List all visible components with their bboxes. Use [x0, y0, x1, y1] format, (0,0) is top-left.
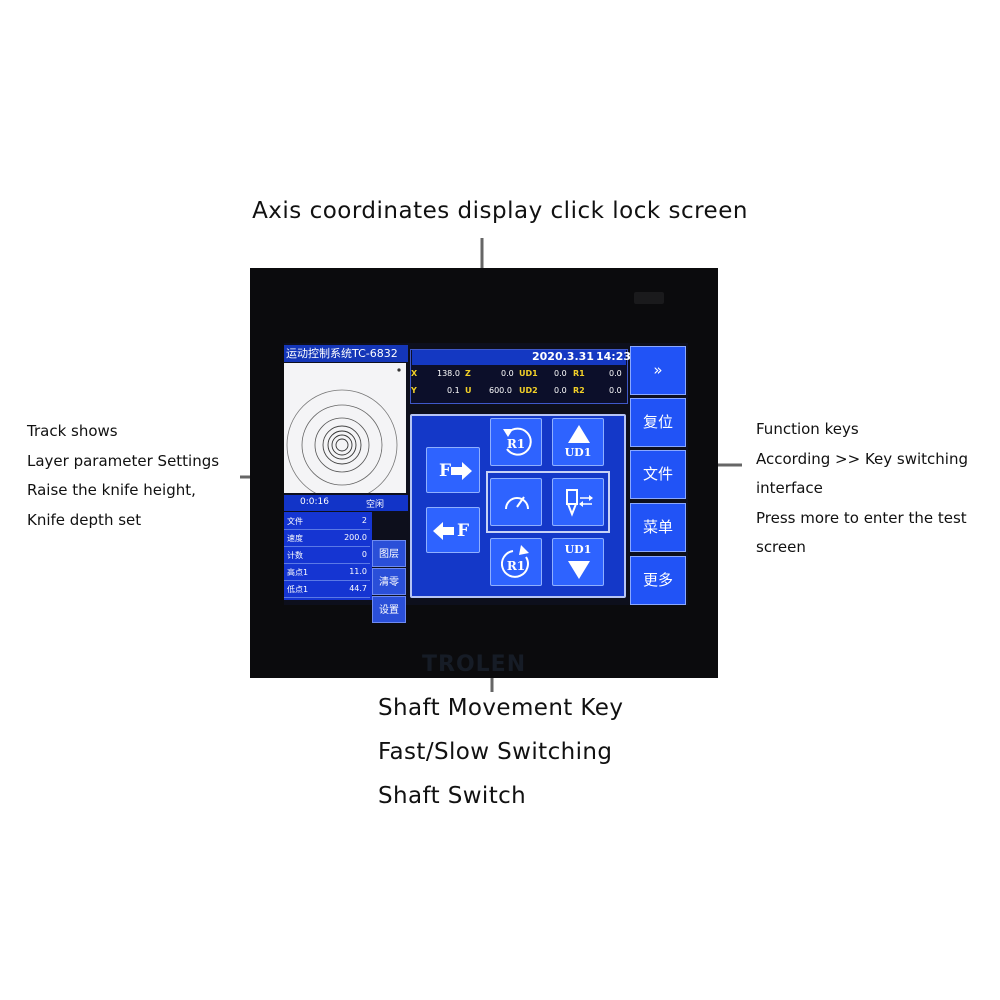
axis-value: 0.0 [609, 369, 622, 378]
back-f-button[interactable]: F [426, 507, 480, 553]
layer-button[interactable]: 图层 [372, 540, 406, 567]
annotation-right-line: According >> Key switching [756, 449, 969, 468]
param-value: 11.0 [349, 567, 367, 576]
arrow-right-icon [451, 462, 472, 480]
axis-value: 0.0 [501, 369, 514, 378]
param-row: 低点1 44.7 [284, 580, 370, 598]
param-row: 计数 0 [284, 546, 370, 564]
annotation-axis-coordinates: Axis coordinates display click lock scre… [252, 198, 748, 224]
ud1-down-label: UD1 [564, 543, 592, 556]
ud1-down-button[interactable]: UD1 [552, 538, 604, 586]
axis-coordinates-panel[interactable]: 2020.3.31 14:23 X 138.0 Z 0.0 UD1 0.0 R1… [410, 349, 631, 404]
track-panel: 运动控制系统TC-6832 0:0:16 空闲 文件 2 速度 200.0 计数 0 … [284, 343, 408, 623]
switch-group-frame [486, 471, 610, 533]
annotation-right-line: screen [756, 538, 806, 556]
annotation-left-line: Track shows [27, 422, 118, 440]
forward-f-label: F [438, 461, 452, 481]
annotation-left-line: Raise the knife height, [27, 481, 196, 499]
ud1-up-label: UD1 [564, 446, 592, 459]
param-table: 文件 2 速度 200.0 计数 0 高点1 11.0 低点1 44.7 [284, 512, 372, 600]
r1-cw-button[interactable]: R1 [490, 538, 542, 586]
param-row: 高点1 11.0 [284, 563, 370, 581]
setup-button[interactable]: 设置 [372, 596, 406, 623]
annotation-right-line: Press more to enter the test [756, 508, 967, 527]
back-f-label: F [456, 521, 470, 541]
system-title: 运动控制系统TC-6832 [284, 345, 408, 362]
r1-ccw-button[interactable]: R1 [490, 418, 542, 466]
clear-button[interactable]: 清零 [372, 568, 406, 595]
axis-value: 138.0 [437, 369, 460, 378]
track-rings [286, 368, 401, 501]
menu-button[interactable]: 菜单 [630, 503, 686, 552]
rotate-ccw-icon [503, 427, 532, 456]
param-label: 速度 [287, 534, 303, 543]
axis-name: UD2 [519, 386, 538, 395]
forward-f-button[interactable]: F [426, 447, 480, 493]
param-label: 计数 [287, 551, 303, 560]
device-slot [634, 292, 664, 304]
axis-value: 0.1 [447, 386, 460, 395]
file-button[interactable]: 文件 [630, 450, 686, 499]
more-button[interactable]: 更多 [630, 556, 686, 605]
axis-value: 0.0 [609, 386, 622, 395]
time-label: 14:23 [596, 350, 632, 363]
axis-name: R2 [573, 386, 585, 395]
ud1-up-button[interactable]: UD1 [552, 418, 604, 466]
axis-name: U [465, 386, 472, 395]
axis-name: Z [465, 369, 471, 378]
annotation-right-line: Function keys [756, 420, 859, 438]
gauge-icon [505, 496, 529, 510]
shaft-switch-button[interactable] [552, 478, 604, 526]
status-bar: 0:0:16 空闲 [284, 495, 408, 511]
arrow-left-icon [433, 522, 454, 540]
speed-switch-button[interactable] [490, 478, 542, 526]
axis-name: UD1 [519, 369, 538, 378]
reset-button[interactable]: 复位 [630, 398, 686, 447]
annotation-bottom-line: Shaft Movement Key [378, 695, 624, 721]
param-value: 0 [361, 550, 367, 559]
param-label: 高点1 [287, 568, 309, 577]
tool-switch-icon [566, 489, 593, 517]
coord-row-2: Y 0.1 U 600.0 UD2 0.0 R2 0.0 [411, 384, 627, 398]
triangle-down-icon [568, 561, 590, 579]
track-display[interactable] [284, 363, 406, 501]
param-value: 200.0 [344, 533, 367, 542]
annotation-bottom-line: Shaft Switch [378, 783, 527, 809]
param-label: 低点1 [287, 585, 309, 594]
machine-state: 空闲 [366, 500, 385, 510]
key-switch-button[interactable]: » [630, 346, 686, 395]
param-row: 文件 2 [284, 512, 370, 530]
axis-value: 600.0 [489, 386, 512, 395]
param-label: 文件 [287, 517, 303, 526]
param-value: 2 [361, 516, 367, 525]
date-label: 2020.3.31 [532, 350, 594, 363]
r1-cw-label: R1 [506, 559, 526, 573]
datetime-bar: 2020.3.31 14:23 [412, 350, 631, 365]
r1-ccw-label: R1 [506, 437, 526, 451]
coord-row-1: X 138.0 Z 0.0 UD1 0.0 R1 0.0 [411, 367, 627, 381]
axis-name: X [411, 369, 418, 378]
param-value: 44.7 [349, 584, 367, 593]
annotation-bottom-line: Fast/Slow Switching [378, 739, 613, 765]
param-row: 速度 200.0 [284, 529, 370, 547]
axis-name: Y [411, 386, 417, 395]
annotation-right-line: interface [756, 479, 823, 497]
brand-logo: TROLEN [422, 652, 527, 677]
axis-name: R1 [573, 369, 585, 378]
annotation-left-line: Knife depth set [27, 510, 142, 529]
rotate-cw-icon [501, 545, 529, 578]
annotation-bottom: Shaft Movement Key Fast/Slow Switching S… [378, 686, 623, 818]
axis-value: 0.0 [554, 386, 567, 395]
axis-value: 0.0 [554, 369, 567, 378]
annotation-left-line: Layer parameter Settings [27, 451, 220, 470]
annotation-right: Function keys According >> Key switching… [756, 415, 991, 563]
elapsed-time: 0:0:16 [300, 497, 329, 507]
triangle-up-icon [568, 425, 590, 443]
annotation-left: Track shows Layer parameter Settings Rai… [27, 417, 219, 535]
